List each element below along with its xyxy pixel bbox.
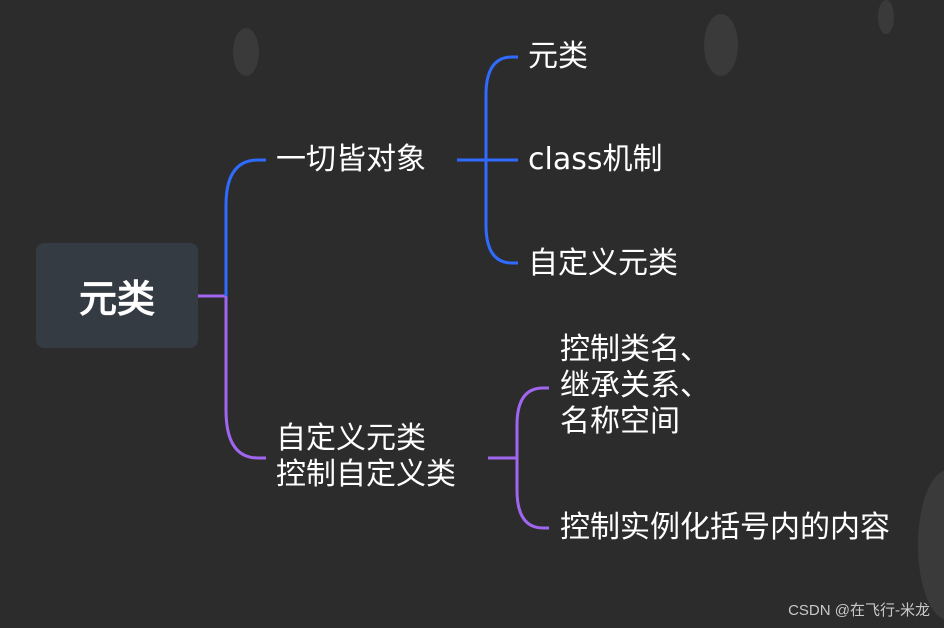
watermark: CSDN @在飞行-米龙: [788, 602, 930, 619]
branch-node-label-line: 控制自定义类: [276, 457, 456, 492]
root-node-label: 元类: [78, 277, 155, 321]
leaf-node-label: class机制: [528, 142, 663, 177]
branch-1-child-1-curve: [484, 55, 518, 160]
leaf-node-label: 元类: [528, 39, 588, 74]
leaf-node-label-line: 继承关系、: [560, 368, 710, 403]
leaf-node-class-mechanism[interactable]: class机制: [528, 142, 662, 178]
branch-node-label: 一切皆对象: [276, 142, 426, 177]
leaf-node-custom-metaclass[interactable]: 自定义元类: [528, 246, 678, 282]
root-node[interactable]: 元类: [36, 243, 198, 348]
leaf-node-label-line: 控制类名、: [560, 332, 710, 367]
leaf-node-control-name-bases-namespace[interactable]: 控制类名、 继承关系、 名称空间: [560, 332, 710, 440]
leaf-node-label: 控制实例化括号内的内容: [560, 510, 890, 545]
branch-1-child-3-curve: [484, 160, 518, 265]
decorative-bubble: [878, 0, 894, 34]
decorative-bubble: [704, 14, 738, 76]
leaf-node-control-instantiation-args[interactable]: 控制实例化括号内的内容: [560, 510, 890, 546]
branch-node-everything-is-object[interactable]: 一切皆对象: [276, 142, 426, 178]
leaf-node-label-line: 名称空间: [560, 404, 680, 439]
leaf-node-metaclass[interactable]: 元类: [528, 39, 588, 75]
decorative-bubble: [233, 28, 259, 76]
branch-node-label-line: 自定义元类: [276, 421, 426, 456]
branch-node-custom-metaclass-control[interactable]: 自定义元类 控制自定义类: [276, 421, 456, 493]
root-to-branch-1-curve: [224, 158, 266, 296]
branch-2-child-2-curve: [515, 458, 549, 530]
leaf-node-label: 自定义元类: [528, 246, 678, 281]
root-to-branch-2-curve: [224, 296, 266, 460]
branch-2-child-1-curve: [515, 386, 549, 458]
